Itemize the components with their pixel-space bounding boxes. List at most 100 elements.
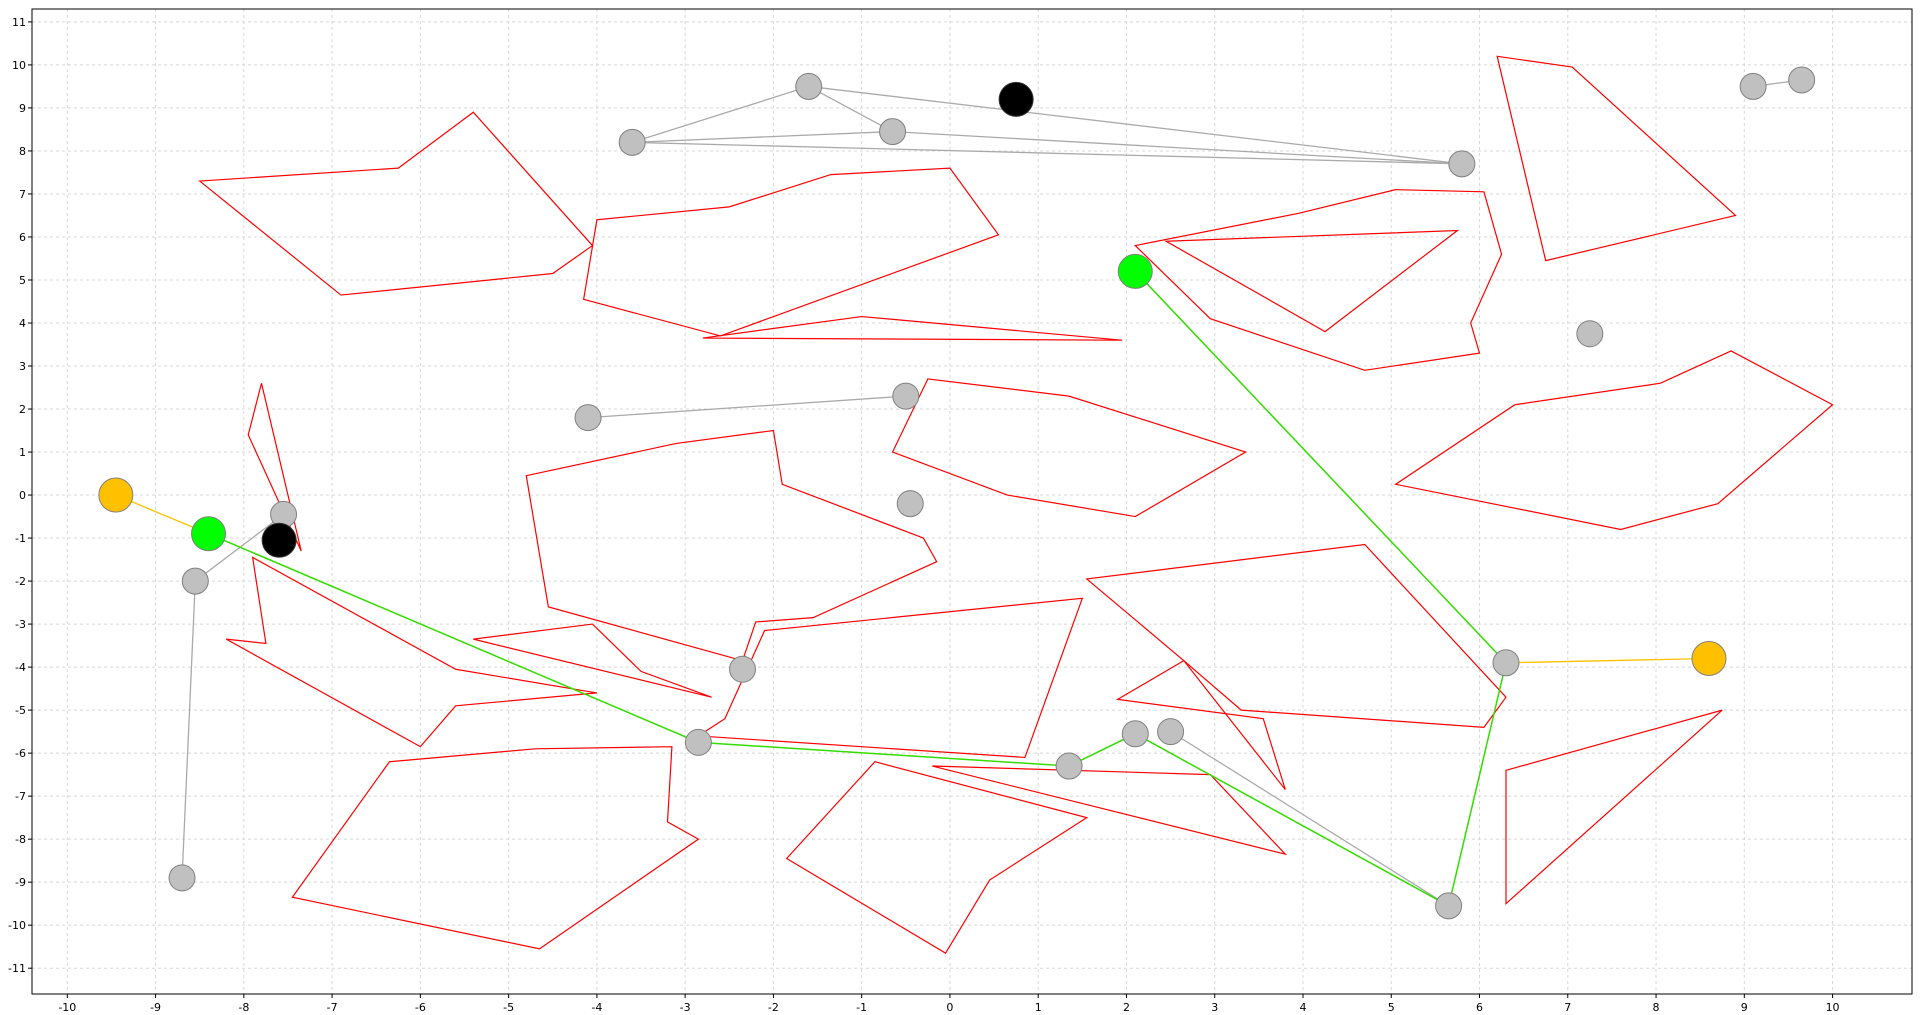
x-tick-label: -5	[503, 1001, 514, 1014]
y-tick-label: 6	[19, 231, 26, 244]
x-tick-label: 8	[1653, 1001, 1660, 1014]
x-tick-label: 5	[1388, 1001, 1395, 1014]
obstacle-polygon	[1164, 229, 1460, 333]
graph-node	[168, 864, 196, 892]
x-tick-label: -2	[768, 1001, 779, 1014]
x-tick-label: -7	[327, 1001, 338, 1014]
graph-edge	[632, 141, 1462, 165]
y-tick-label: 4	[19, 317, 26, 330]
obstacle-polygon	[1394, 350, 1834, 531]
x-tick-label: -6	[415, 1001, 426, 1014]
y-tick-label: 10	[12, 59, 26, 72]
y-tick-label: 2	[19, 403, 26, 416]
y-tick-label: 7	[19, 188, 26, 201]
graph-node	[1157, 718, 1185, 746]
y-tick-label: -11	[8, 962, 26, 975]
obstacle-polygon	[702, 315, 1123, 341]
x-tick-label: -1	[856, 1001, 867, 1014]
obstacle-polygon	[1505, 709, 1723, 906]
graph-node	[1492, 649, 1520, 677]
black-node	[261, 522, 297, 558]
y-tick-label: -1	[15, 532, 26, 545]
y-tick-label: -9	[15, 876, 26, 889]
obstacle-polygon	[696, 597, 1084, 759]
graph-node	[1448, 150, 1476, 178]
graph-edge	[632, 130, 893, 143]
graph-edge	[181, 581, 196, 878]
obstacle-polygon	[582, 167, 1000, 337]
path-end-node	[1117, 253, 1153, 289]
connector-line	[1505, 657, 1710, 664]
obstacle-polygon	[473, 623, 712, 698]
y-tick-label: -10	[8, 919, 26, 932]
graph-node	[795, 72, 823, 100]
graph-node	[1576, 320, 1604, 348]
obstacle-polygon	[785, 761, 1089, 954]
y-tick-label: 1	[19, 446, 26, 459]
x-tick-label: 0	[946, 1001, 953, 1014]
x-tick-label: 3	[1211, 1001, 1218, 1014]
graph-node	[1739, 72, 1767, 100]
axes-frame	[31, 8, 1913, 995]
x-tick-label: 1	[1035, 1001, 1042, 1014]
y-tick-label: 5	[19, 274, 26, 287]
x-tick-label: 4	[1299, 1001, 1306, 1014]
graph-node	[1121, 720, 1149, 748]
x-tick-label: 7	[1564, 1001, 1571, 1014]
obstacles	[198, 55, 1834, 954]
y-tick-label: -7	[15, 790, 26, 803]
graph-edge	[808, 85, 893, 133]
x-tick-label: 2	[1123, 1001, 1130, 1014]
y-tick-label: -5	[15, 704, 26, 717]
y-tick-label: -6	[15, 747, 26, 760]
obstacle-polygon	[1115, 659, 1286, 791]
graph-node	[181, 567, 209, 595]
y-tick-label: 0	[19, 489, 26, 502]
y-tick-label: -3	[15, 618, 26, 631]
x-tick-label: 9	[1741, 1001, 1748, 1014]
graph-node	[879, 118, 907, 146]
endpoint-node	[1691, 640, 1727, 676]
obstacle-polygon	[247, 383, 302, 552]
x-tick-label: -10	[58, 1001, 76, 1014]
x-tick-label: -4	[591, 1001, 602, 1014]
black-node	[998, 81, 1034, 117]
axes-background	[32, 9, 1912, 994]
x-tick-label: -9	[150, 1001, 161, 1014]
y-tick-label: 3	[19, 360, 26, 373]
endpoint-node	[98, 477, 134, 513]
graph-node	[1435, 892, 1463, 920]
graph-node	[1788, 66, 1816, 94]
graph-edge	[194, 513, 284, 582]
x-tick-label: -3	[680, 1001, 691, 1014]
y-tick-label: -8	[15, 833, 26, 846]
x-tick-label: -8	[238, 1001, 249, 1014]
graph-node	[684, 728, 712, 756]
obstacle-polygon	[891, 378, 1248, 518]
y-tick-label: -4	[15, 661, 26, 674]
graph-edge	[631, 85, 809, 143]
obstacle-polygon	[291, 746, 700, 950]
graph-node	[729, 655, 757, 683]
obstacle-polygon	[525, 429, 938, 662]
obstacle-polygon	[1134, 189, 1503, 371]
graph-edge	[588, 395, 906, 419]
graph-node	[892, 382, 920, 410]
graph-edge	[1170, 731, 1449, 907]
nodes	[98, 66, 1816, 920]
graph-node	[1055, 752, 1083, 780]
obstacle-polygon	[1496, 55, 1737, 262]
y-tick-label: 11	[12, 16, 26, 29]
x-tick-label: 6	[1476, 1001, 1483, 1014]
graph-node	[618, 128, 646, 156]
y-tick-label: -2	[15, 575, 26, 588]
y-tick-label: 8	[19, 145, 26, 158]
y-tick-label: 9	[19, 102, 26, 115]
obstacle-polygon	[225, 556, 597, 748]
path-end-node	[191, 516, 227, 552]
graph-edge	[892, 130, 1462, 165]
graph-node	[896, 490, 924, 518]
